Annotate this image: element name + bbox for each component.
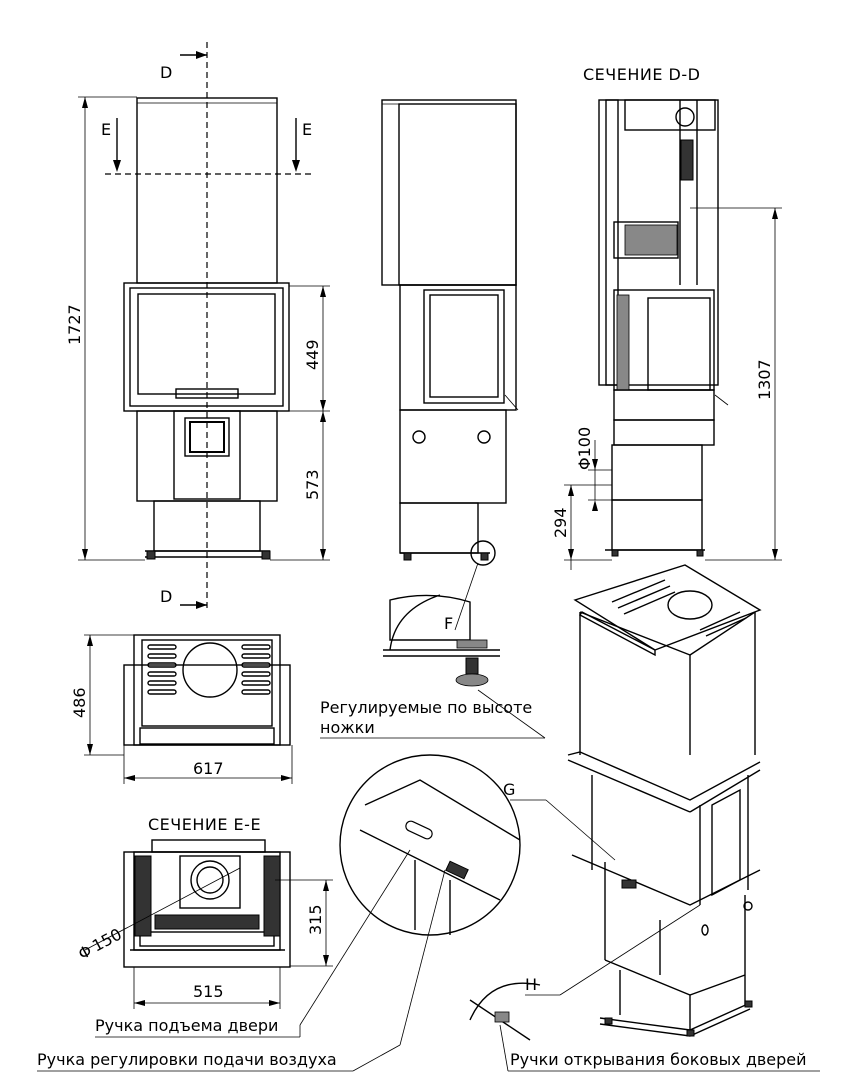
section-e-marker-left: E — [101, 120, 111, 139]
section-dd: СЕЧЕНИЕ D-D 1307 Φ100 — [551, 65, 782, 570]
side-view — [381, 99, 519, 566]
callout-air-control-handle: Ручка регулировки подачи воздуха — [37, 1050, 337, 1069]
detail-f: F — [383, 562, 500, 687]
detail-g-label: G — [503, 780, 515, 799]
front-view: D D E E 1727 — [65, 42, 330, 610]
isometric-view — [567, 564, 762, 1037]
top-view: 486 617 — [70, 634, 293, 784]
dim-width: 617 — [193, 759, 224, 778]
dim-total-height: 1727 — [65, 304, 84, 345]
callout-door-lift-handle: Ручка подъема двери — [95, 1016, 278, 1035]
section-ee: СЕЧЕНИЕ E-E Φ 150 315 515 — [75, 815, 333, 1009]
detail-h: H — [469, 904, 701, 1041]
callout-side-door-handles: Ручки открывания боковых дверей — [510, 1050, 807, 1069]
top-vents-left — [147, 644, 177, 695]
dim-flue-height: 1307 — [755, 359, 774, 400]
dim-flue-diameter: 150 — [89, 924, 125, 955]
dim-section-depth: 315 — [306, 904, 325, 935]
section-d-marker-bottom: D — [160, 587, 172, 606]
dim-inlet-height: 294 — [551, 507, 570, 538]
section-e-marker-right: E — [302, 120, 312, 139]
iso-top-vents — [611, 579, 747, 637]
top-vents-right — [241, 644, 271, 695]
section-dd-title: СЕЧЕНИЕ D-D — [583, 65, 700, 84]
dim-inlet-diameter: Φ100 — [575, 427, 594, 470]
dim-depth: 486 — [70, 687, 89, 718]
dim-section-width: 515 — [193, 982, 224, 1001]
dim-glass-height: 449 — [303, 339, 322, 370]
callout-adjustable-legs-line1: Регулируемые по высоте — [320, 698, 532, 717]
detail-g: G — [299, 754, 616, 1046]
detail-h-label: H — [525, 975, 537, 994]
callout-adjustable-legs-line2: ножки — [320, 718, 375, 737]
section-d-marker-top: D — [160, 63, 172, 82]
section-ee-title: СЕЧЕНИЕ E-E — [148, 815, 261, 834]
detail-f-label: F — [444, 614, 453, 633]
dim-base-height: 573 — [303, 469, 322, 500]
